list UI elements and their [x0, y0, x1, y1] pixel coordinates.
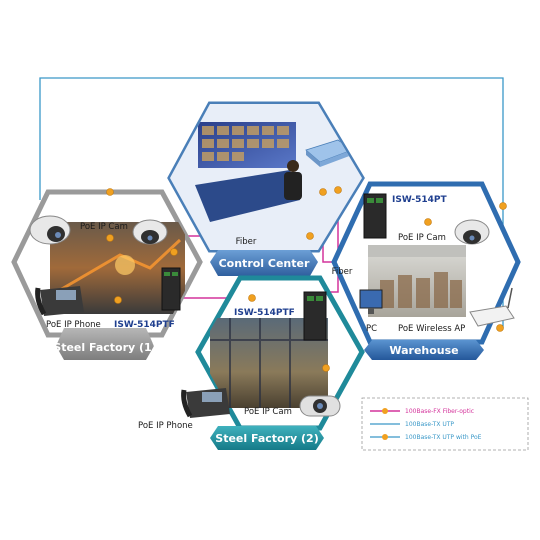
wireless-ap-icon — [469, 287, 515, 327]
sf1-switch-label: ISW-514PTF — [114, 320, 175, 330]
sf2-cam-label: PoE IP Cam — [244, 407, 292, 417]
wh-switch-label: ISW-514PT — [392, 195, 447, 205]
fiber-label-right: Fiber — [332, 267, 353, 277]
isw-514ptf-switch-2-icon — [303, 291, 327, 341]
utp-line-outer — [39, 77, 504, 290]
legend: 100Base-FX Fiber-optic 100Base-TX UTP 10… — [361, 397, 529, 451]
zone-banner-steel-factory-2 — [210, 426, 324, 450]
wh-ap-label: PoE Wireless AP — [398, 324, 465, 334]
zone-title-steel-factory-2: Steel Factory (2) — [215, 432, 318, 445]
legend-label-poe: 100Base-TX UTP with PoE — [405, 434, 482, 441]
pc-icon — [359, 289, 383, 314]
wh-pc-label: PC — [366, 324, 377, 334]
operator-desk — [195, 170, 300, 222]
sf1-phone-label: PoE IP Phone — [46, 320, 101, 330]
legend-item-fiber: 100Base-FX Fiber-optic — [370, 408, 474, 415]
ip-phone-2-icon — [181, 388, 230, 418]
zone-title-steel-factory-1: Steel Factory (1) — [53, 341, 156, 354]
legend-label-fiber: 100Base-FX Fiber-optic — [405, 408, 474, 415]
zone-steel-factory-2: Steel Factory (2) — [195, 275, 365, 450]
dome-camera-icon-2 — [132, 219, 168, 245]
video-wall — [198, 122, 296, 168]
wh-cam-label: PoE IP Cam — [398, 233, 446, 243]
fiber-label-left: Fiber — [236, 237, 257, 247]
dome-camera-icon — [29, 215, 71, 245]
poe-markers — [106, 186, 507, 372]
sf2-phone-label: PoE IP Phone — [138, 421, 193, 431]
ip-phone-icon — [35, 286, 84, 316]
zone-banner-steel-factory-1 — [56, 328, 154, 360]
zone-banner-control-center — [210, 250, 318, 276]
legend-item-poe: 100Base-TX UTP with PoE — [370, 434, 482, 441]
sf1-cam-label: PoE IP Cam — [80, 222, 128, 232]
legend-label-utp: 100Base-TX UTP — [405, 421, 454, 428]
dome-camera-3-icon — [454, 219, 490, 245]
bullet-camera-icon — [299, 395, 341, 417]
zone-title-control-center: Control Center — [219, 257, 310, 270]
zone-control-center: Control Center — [167, 101, 365, 276]
sf2-switch-label: ISW-514PTF — [234, 308, 295, 318]
operator-icon — [287, 160, 299, 172]
isw-514pt-switch-icon — [363, 193, 387, 239]
isw-514ptf-switch-icon — [161, 267, 181, 311]
zone-title-warehouse: Warehouse — [389, 344, 458, 357]
zone-banner-warehouse — [364, 340, 484, 360]
legend-item-utp: 100Base-TX UTP — [370, 421, 454, 428]
